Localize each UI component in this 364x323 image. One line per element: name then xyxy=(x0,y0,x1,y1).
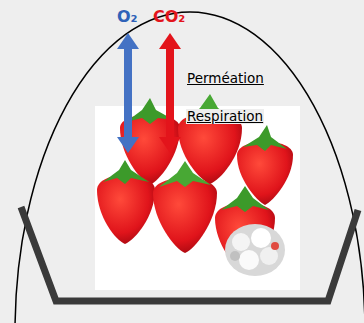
process-label: Respiration xyxy=(186,109,264,124)
o2-arrow xyxy=(117,33,139,153)
process-label: Perméation xyxy=(186,71,265,86)
gas-label: O₂ xyxy=(116,8,139,26)
gas-label: CO₂ xyxy=(152,8,186,26)
co2-arrow xyxy=(159,33,181,153)
dome-outline xyxy=(15,12,364,323)
mouldy-strawberry xyxy=(225,224,285,276)
